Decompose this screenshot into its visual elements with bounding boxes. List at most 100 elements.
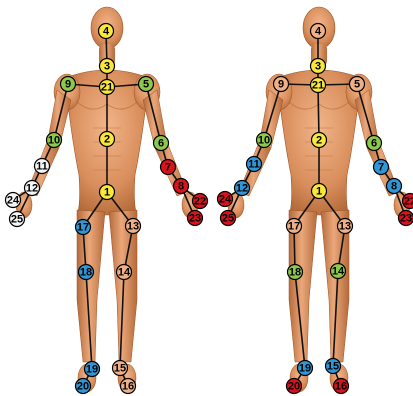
keypoint-18: 18: [79, 265, 94, 280]
keypoint-15: 15: [326, 359, 341, 374]
keypoint-17: 17: [76, 220, 91, 235]
keypoint-label: 25: [11, 214, 23, 226]
keypoint-label: 7: [165, 162, 171, 174]
keypoint-label: 10: [48, 135, 60, 147]
keypoint-19: 19: [85, 362, 100, 377]
keypoint-label: 23: [400, 213, 412, 225]
keypoint-14: 14: [331, 264, 346, 279]
keypoint-15: 15: [113, 361, 128, 376]
keypoint-label: 19: [86, 364, 98, 376]
keypoint-label: 1: [104, 187, 110, 199]
keypoint-22: 22: [193, 194, 208, 209]
keypoint-label: 4: [315, 26, 322, 38]
keypoint-label: 8: [391, 181, 397, 193]
keypoint-label: 14: [332, 266, 345, 278]
keypoint-label: 24: [7, 195, 20, 207]
keypoint-label: 3: [104, 61, 110, 73]
keypoint-label: 2: [316, 135, 322, 147]
keypoint-label: 1: [316, 186, 322, 198]
keypoint-11: 11: [35, 159, 50, 174]
keypoint-label: 11: [248, 159, 260, 171]
keypoint-6: 6: [367, 136, 382, 151]
keypoint-10: 10: [47, 133, 62, 148]
keypoint-8: 8: [387, 179, 402, 194]
keypoint-7: 7: [374, 160, 389, 175]
keypoint-label: 7: [378, 162, 384, 174]
keypoint-label: 13: [127, 221, 139, 233]
keypoint-label: 14: [118, 267, 131, 279]
keypoint-label: 22: [194, 196, 206, 208]
keypoint-label: 25: [222, 213, 234, 225]
keypoint-label: 3: [315, 61, 321, 73]
keypoint-20: 20: [76, 379, 91, 394]
keypoint-label: 18: [80, 267, 92, 279]
keypoint-4: 4: [311, 24, 326, 39]
keypoint-label: 17: [77, 222, 89, 234]
keypoint-24: 24: [218, 192, 233, 207]
keypoint-label: 9: [65, 79, 71, 91]
keypoint-label: 21: [312, 80, 324, 92]
skeleton-edge: [318, 85, 319, 140]
keypoint-12: 12: [235, 181, 250, 196]
keypoint-2: 2: [100, 132, 115, 147]
keypoint-label: 22: [404, 196, 413, 208]
keypoint-16: 16: [334, 379, 349, 394]
keypoint-5: 5: [350, 77, 365, 92]
keypoint-3: 3: [311, 59, 326, 74]
keypoint-25: 25: [10, 212, 25, 227]
keypoint-21: 21: [100, 80, 115, 95]
keypoint-9: 9: [61, 77, 76, 92]
keypoint-22: 22: [403, 194, 413, 209]
keypoint-label: 16: [122, 381, 134, 393]
keypoint-21: 21: [311, 78, 326, 93]
keypoint-19: 19: [298, 361, 313, 376]
keypoint-label: 16: [335, 381, 347, 393]
keypoint-label: 6: [158, 138, 164, 150]
keypoint-label: 12: [236, 183, 248, 195]
keypoint-label: 20: [77, 381, 89, 393]
keypoint-17: 17: [287, 219, 302, 234]
keypoint-12: 12: [25, 181, 40, 196]
keypoint-label: 21: [101, 82, 113, 94]
keypoint-24: 24: [6, 193, 21, 208]
keypoint-13: 13: [338, 219, 353, 234]
keypoint-label: 5: [354, 79, 360, 91]
keypoint-23: 23: [188, 211, 203, 226]
keypoint-label: 11: [36, 161, 48, 173]
keypoint-23: 23: [399, 211, 413, 226]
keypoint-11: 11: [247, 157, 262, 172]
keypoint-label: 23: [189, 213, 201, 225]
keypoint-1: 1: [312, 184, 327, 199]
keypoint-label: 12: [26, 183, 38, 195]
keypoint-6: 6: [154, 136, 169, 151]
keypoint-label: 15: [327, 361, 339, 373]
keypoint-label: 9: [278, 79, 284, 91]
keypoint-10: 10: [257, 133, 272, 148]
keypoint-label: 6: [371, 138, 377, 150]
keypoint-3: 3: [100, 59, 115, 74]
keypoint-14: 14: [117, 265, 132, 280]
keypoint-5: 5: [139, 77, 154, 92]
keypoint-16: 16: [121, 379, 136, 394]
keypoint-1: 1: [100, 185, 115, 200]
keypoint-label: 8: [178, 181, 184, 193]
keypoint-label: 2: [104, 134, 110, 146]
keypoint-4: 4: [99, 24, 114, 39]
keypoint-9: 9: [274, 77, 289, 92]
keypoint-18: 18: [288, 265, 303, 280]
keypoint-label: 5: [143, 79, 149, 91]
keypoint-20: 20: [287, 379, 302, 394]
keypoint-label: 15: [114, 363, 126, 375]
keypoint-label: 18: [289, 267, 301, 279]
keypoint-label: 20: [288, 381, 300, 393]
keypoint-label: 24: [219, 194, 232, 206]
keypoint-label: 17: [288, 221, 300, 233]
keypoint-7: 7: [161, 160, 176, 175]
keypoint-label: 10: [258, 135, 270, 147]
keypoint-label: 13: [339, 221, 351, 233]
keypoint-13: 13: [126, 219, 141, 234]
keypoint-label: 4: [103, 26, 110, 38]
keypoint-25: 25: [221, 211, 236, 226]
